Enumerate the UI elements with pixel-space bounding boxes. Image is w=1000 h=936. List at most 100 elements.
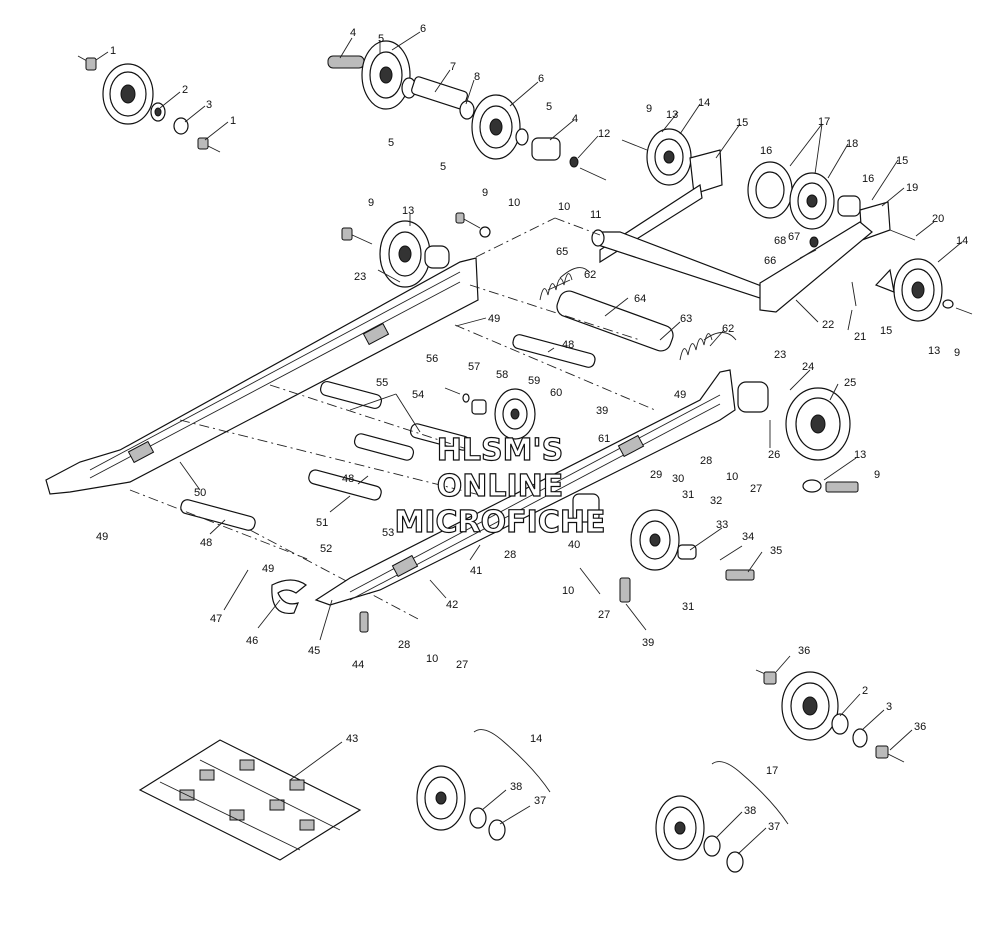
callout: 43 [346,733,358,745]
callout: 32 [710,495,722,507]
watermark: HLSM'S ONLINE MICROFICHE [394,432,606,540]
callout: 57 [468,361,480,373]
callout: 42 [446,599,458,611]
callout: 10 [558,201,570,213]
callout: 4 [572,113,578,125]
callout: 16 [862,173,874,185]
callout: 12 [598,128,610,140]
callout: 47 [210,613,222,625]
callout: 28 [504,549,516,561]
callout: 21 [854,331,866,343]
rear-bracket-assembly [591,128,973,322]
callout: 27 [750,483,762,495]
callout: 10 [426,653,438,665]
callout: 9 [368,197,374,209]
callout: 22 [822,319,834,331]
callout: 50 [194,487,206,499]
callout: 31 [682,601,694,613]
callout: 67 [788,231,800,243]
callout: 3 [206,99,212,111]
callout: 55 [376,377,388,389]
callout: 6 [420,23,426,35]
callout: 9 [954,347,960,359]
callout: 60 [550,387,562,399]
callout: 31 [682,489,694,501]
callout: 28 [700,455,712,467]
callout: 56 [426,353,438,365]
callout: 53 [382,527,394,539]
callout: 26 [768,449,780,461]
callout: 13 [666,109,678,121]
callout: 38 [744,805,756,817]
track-section [138,739,362,861]
callout: 48 [342,473,354,485]
callout: 62 [722,323,734,335]
callout: 2 [862,685,868,697]
callout: 33 [716,519,728,531]
callout: 66 [764,255,776,267]
callout: 45 [308,645,320,657]
callout: 39 [596,405,608,417]
callout: 36 [914,721,926,733]
callout: 5 [440,161,446,173]
watermark-line-2: ONLINE [437,469,564,504]
idler-wheel-bottom-right [755,669,905,763]
callout: 61 [598,433,610,445]
callout: 10 [562,585,574,597]
callout: 14 [698,97,710,109]
callout: 13 [854,449,866,461]
watermark-line-1: HLSM'S [437,433,563,468]
callout: 19 [906,182,918,194]
callout: 9 [874,469,880,481]
callout: 41 [470,565,482,577]
callout: 68 [774,235,786,247]
callout: 5 [546,101,552,113]
callout: 2 [182,84,188,96]
callout: 35 [770,545,782,557]
callout: 49 [262,563,274,575]
callout: 37 [768,821,780,833]
left-rail-and-wheel [45,212,491,495]
right-rail [271,369,859,633]
callout: 8 [474,71,480,83]
callout: 1 [110,45,116,57]
callout: 39 [642,637,654,649]
callout: 5 [388,137,394,149]
callout: 23 [774,349,786,361]
axle-wheel-assembly-top [327,40,607,181]
callout: 11 [590,209,601,221]
callout: 36 [798,645,810,657]
callout: 9 [482,187,488,199]
callout: 65 [556,246,568,258]
callout: 49 [674,389,686,401]
callout: 10 [508,197,520,209]
callout: 25 [844,377,856,389]
callout: 13 [928,345,940,357]
callout: 14 [956,235,968,247]
callout: 15 [880,325,892,337]
callout: 52 [320,543,332,555]
idler-wheel-top-left [77,55,221,153]
callout: 64 [634,293,646,305]
wheel-detail-17 [655,761,789,873]
callout: 51 [316,517,328,529]
callout: 7 [450,61,456,73]
callout: 37 [534,795,546,807]
callout: 27 [598,609,610,621]
callout: 63 [680,313,692,325]
callout: 44 [352,659,364,671]
spring-shock-assembly [180,267,737,531]
callout: 5 [378,33,384,45]
callout: 62 [584,269,596,281]
callout: 59 [528,375,540,387]
callout: 16 [760,145,772,157]
wheel-detail-14 [416,729,551,841]
callout-labels: 1 2 3 1 4 5 6 7 8 5 5 6 5 4 9 13 14 15 1… [96,23,968,833]
leader-lines [95,31,963,855]
callout: 49 [488,313,500,325]
callout: 58 [496,369,508,381]
callout: 15 [736,117,748,129]
callout: 34 [742,531,754,543]
